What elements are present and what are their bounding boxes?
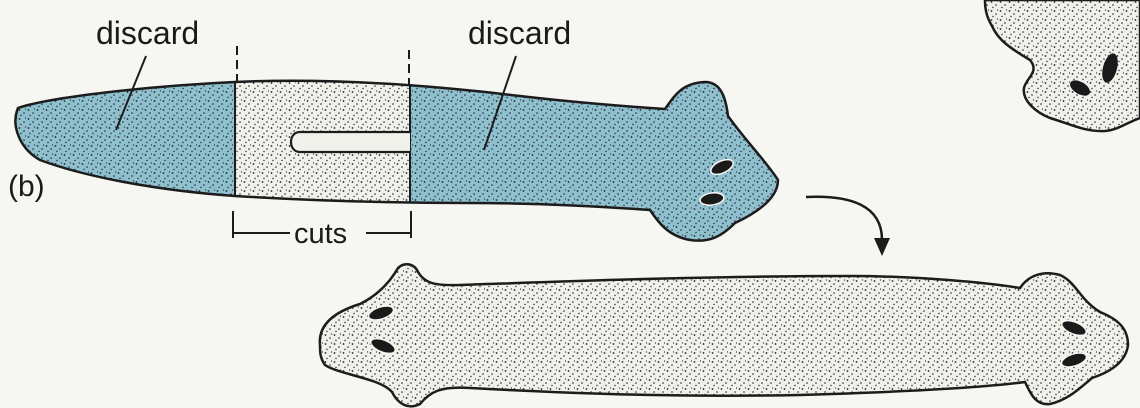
cuts-label: cuts	[294, 218, 347, 250]
planarian-top-right	[985, 0, 1140, 131]
planarian-cut	[0, 46, 810, 260]
panel-label: (b)	[8, 170, 45, 203]
discard-right-label: discard	[468, 15, 571, 51]
longitudinal-slit	[291, 132, 410, 152]
planarian-two-headed	[320, 264, 1128, 406]
curved-down-arrow-icon	[806, 197, 890, 256]
discard-left-label: discard	[96, 15, 199, 51]
